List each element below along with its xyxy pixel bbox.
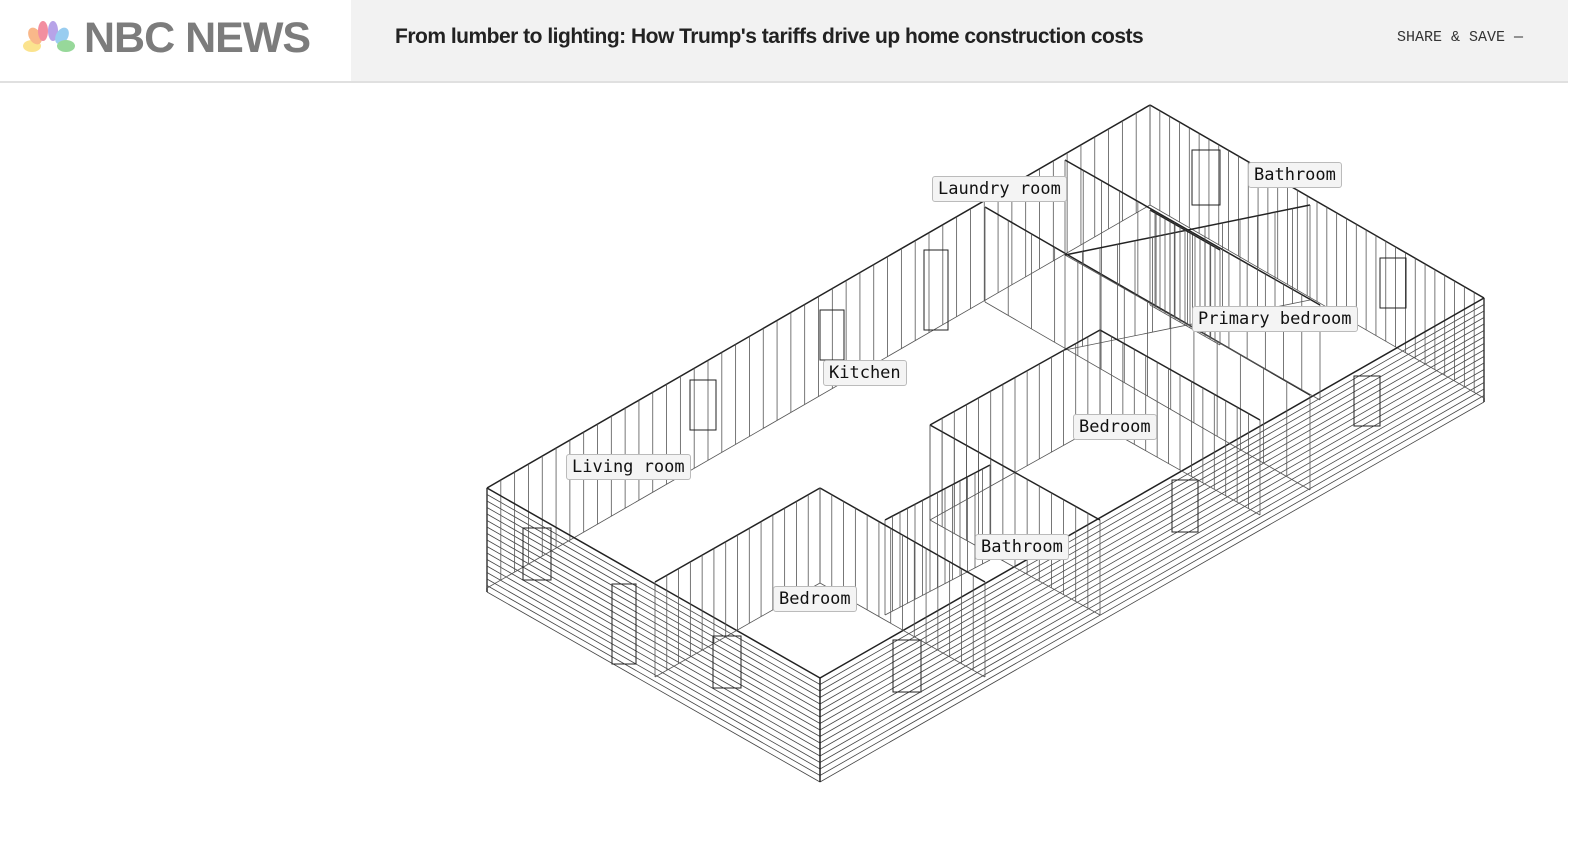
room-label-living-room: Living room xyxy=(566,454,691,480)
scrollbar[interactable] xyxy=(1568,0,1590,859)
frame-line xyxy=(486,500,821,692)
frame-line xyxy=(486,559,821,750)
window-icon xyxy=(1191,149,1221,206)
frame-line xyxy=(819,323,1485,705)
window-icon xyxy=(689,379,717,431)
frame-line xyxy=(819,304,1485,685)
room-label-bedroom-2: Bedroom xyxy=(773,586,857,612)
frame-line xyxy=(819,297,1485,679)
frame-line xyxy=(1149,204,1485,399)
frame-line xyxy=(1099,424,1261,516)
window-icon xyxy=(611,583,637,665)
frame-line xyxy=(486,507,821,698)
frame-line xyxy=(984,301,1311,491)
frame-line xyxy=(486,572,821,763)
frame-line xyxy=(819,382,1485,763)
frame-line xyxy=(486,539,821,731)
frame-line xyxy=(819,356,1485,737)
frame-line xyxy=(819,330,1485,711)
frame-line xyxy=(819,395,1485,776)
peacock-icon xyxy=(23,21,75,52)
frame-line xyxy=(486,526,821,718)
window-icon xyxy=(1379,257,1407,309)
frame-line xyxy=(486,578,821,770)
room-label-bathroom-2: Bathroom xyxy=(975,534,1069,560)
frame-line xyxy=(486,533,821,724)
room-label-bathroom-1: Bathroom xyxy=(1248,162,1342,188)
article-title: From lumber to lighting: How Trump's tar… xyxy=(395,25,1144,48)
frame-line xyxy=(819,401,1485,783)
frame-line xyxy=(929,519,1101,616)
share-save-button[interactable]: SHARE & SAVE — xyxy=(1397,29,1524,46)
frame-line xyxy=(486,204,1151,589)
window-icon xyxy=(892,639,922,693)
frame-line xyxy=(819,369,1485,750)
frame-line xyxy=(819,336,1485,718)
site-header: NBC NEWS From lumber to lighting: How Tr… xyxy=(0,0,1568,83)
frame-line xyxy=(819,388,1485,770)
frame-line xyxy=(819,375,1485,757)
frame-line xyxy=(819,310,1485,692)
room-label-bedroom-1: Bedroom xyxy=(1073,414,1157,440)
frame-line xyxy=(486,565,821,757)
frame-line xyxy=(819,349,1485,731)
frame-line xyxy=(819,317,1485,698)
window-icon xyxy=(923,249,949,331)
frame-line xyxy=(486,591,821,783)
nbc-news-logo[interactable]: NBC NEWS xyxy=(0,0,351,81)
frame-line xyxy=(486,513,821,705)
window-icon xyxy=(712,635,742,689)
room-label-laundry: Laundry room xyxy=(932,176,1067,202)
frame-line xyxy=(1149,304,1221,346)
frame-line xyxy=(486,585,821,776)
frame-line xyxy=(486,520,821,711)
logo-text: NBC NEWS xyxy=(84,14,311,62)
frame-line xyxy=(486,494,821,685)
window-icon xyxy=(522,527,552,581)
frame-line xyxy=(486,546,821,737)
frame-line xyxy=(486,487,821,679)
window-icon xyxy=(1171,479,1199,533)
window-icon xyxy=(1353,375,1381,427)
room-label-kitchen: Kitchen xyxy=(823,360,907,386)
room-label-primary-bedroom: Primary bedroom xyxy=(1192,306,1358,332)
frame-line xyxy=(819,343,1485,724)
frame-line xyxy=(486,552,821,744)
